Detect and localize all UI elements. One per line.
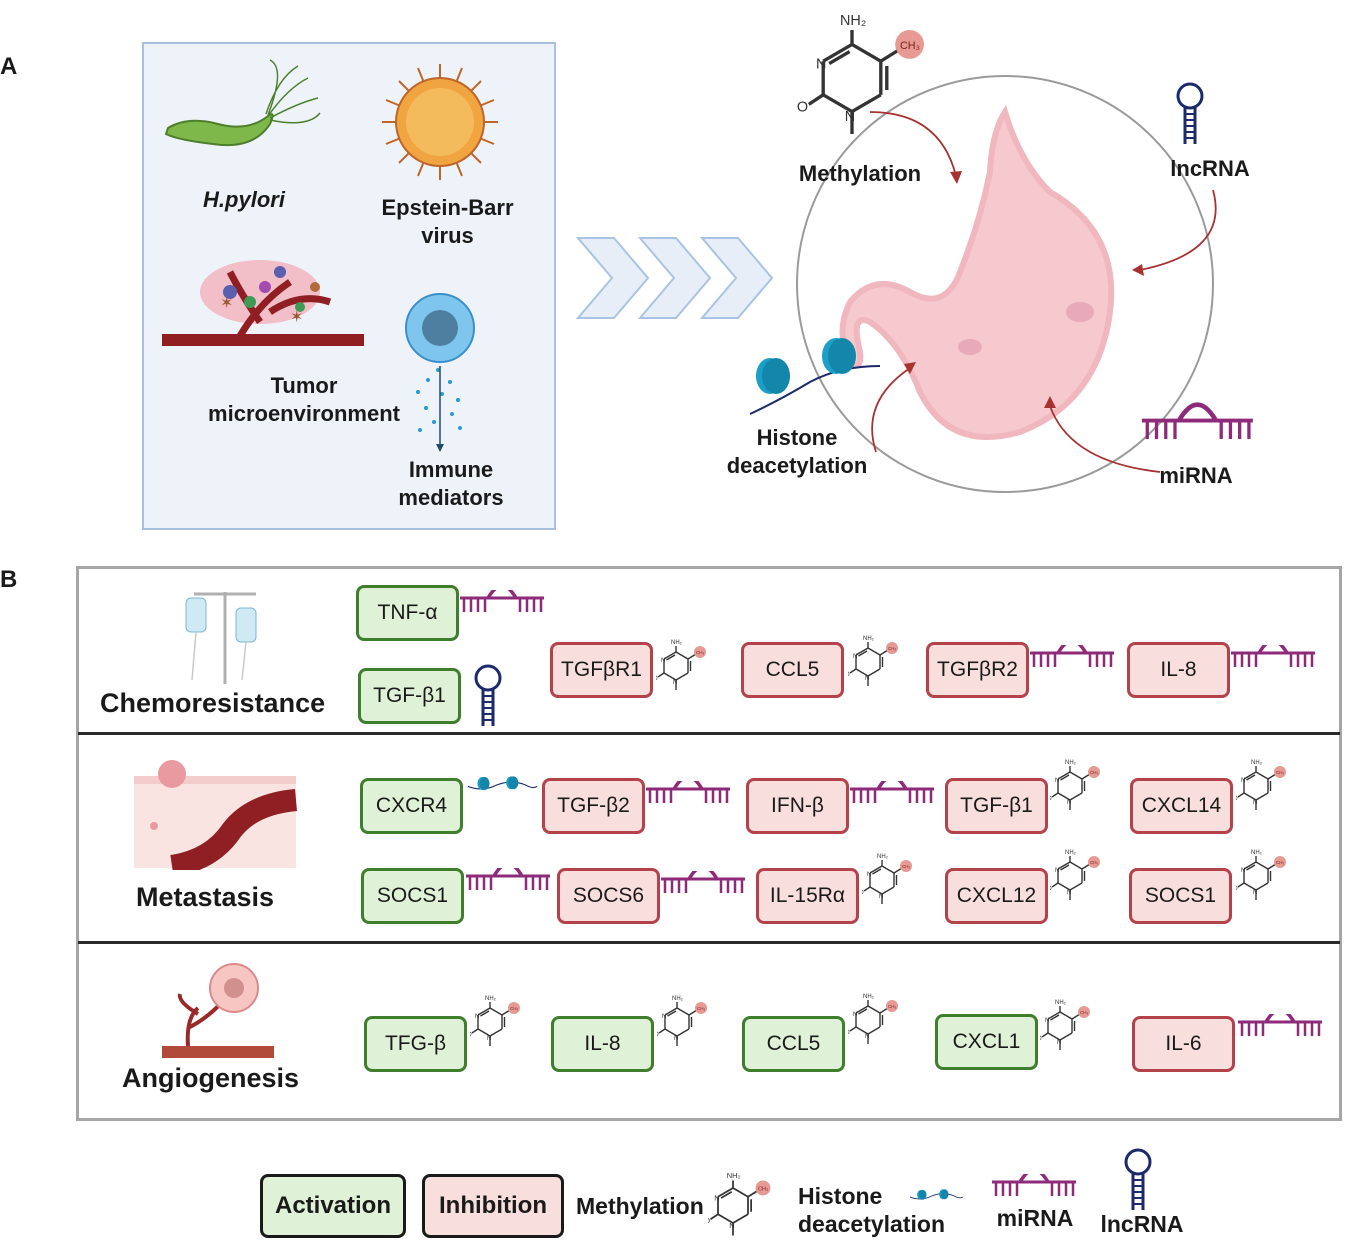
iv-drip-icon (185, 592, 257, 684)
gene-box-activation: TNF-α (356, 585, 459, 641)
methylation-structure-icon (862, 853, 913, 905)
tumor-microenvironment-illustration: ✶ ✶ (162, 260, 364, 346)
mirna-icon (1231, 645, 1317, 669)
legend-activation: Activation (260, 1174, 406, 1238)
gene-box-inhibition: TGF-β2 (542, 778, 645, 834)
methylation-structure-icon (656, 639, 707, 691)
lncrna-icon (1124, 1148, 1152, 1212)
gene-box-activation: SOCS1 (361, 868, 464, 924)
h-pylori-label: H.pylori (203, 187, 285, 212)
mirna-icon (1238, 1014, 1324, 1038)
histone-icon (910, 1188, 964, 1201)
row-divider (78, 732, 1340, 735)
panel-a-letter: A (0, 53, 18, 80)
gene-box-inhibition: TGF-β1 (945, 778, 1048, 834)
methylation-structure-icon (1040, 999, 1091, 1051)
gene-box-inhibition: CCL5 (741, 642, 844, 698)
svg-text:✶: ✶ (220, 295, 233, 312)
row-divider (78, 941, 1340, 944)
gene-box-activation: IL-8 (551, 1016, 654, 1072)
methylation-structure-icon (1050, 759, 1101, 811)
epstein-barr-virus-illustration (382, 64, 498, 180)
gene-box-activation: CXCR4 (360, 778, 463, 834)
gene-box-activation: CXCL1 (935, 1014, 1038, 1070)
chevron-arrows-icon (576, 237, 774, 319)
legend-inhibition: Inhibition (422, 1174, 564, 1238)
mirna-icon (850, 781, 936, 805)
legend-mirna-label: miRNA (996, 1205, 1074, 1231)
mirna-icon (661, 871, 747, 895)
legend-methylation-label: Methylation (576, 1193, 704, 1219)
methylation-structure-icon (657, 995, 708, 1047)
gene-box-inhibition: CXCL14 (1130, 778, 1233, 834)
methylation-structure-icon (1236, 759, 1287, 811)
gene-box-inhibition: CXCL12 (945, 868, 1048, 924)
gene-box-inhibition: TGFβR1 (550, 642, 653, 698)
gene-box-inhibition: IFN-β (746, 778, 849, 834)
mirna-icon (466, 868, 552, 892)
immune-cell-illustration (405, 293, 475, 452)
panel-b-letter: B (0, 566, 18, 593)
gene-box-inhibition: IL-6 (1132, 1016, 1235, 1072)
mirna-icon (646, 781, 732, 805)
svg-text:✶: ✶ (290, 309, 303, 326)
metastasis-icon (134, 760, 298, 870)
stomach-circle-illustration (796, 75, 1217, 493)
methylation-structure-icon (848, 635, 899, 687)
gene-box-activation: TFG-β (364, 1016, 467, 1072)
methylation-label-a: Methylation (798, 161, 922, 186)
histone-icon (749, 338, 881, 415)
gene-box-activation: CCL5 (742, 1016, 845, 1072)
mirna-icon (992, 1174, 1078, 1198)
ebv-label: Epstein-Barr virus (381, 195, 514, 248)
mirna-icon (1140, 398, 1260, 448)
legend-histone-label: Histone deacetylation (798, 1183, 945, 1237)
panel-b-frame (76, 566, 1342, 1121)
gene-box-activation: TGF-β1 (358, 668, 461, 724)
methylation-structure-icon (1050, 849, 1101, 901)
mirna-label-a: miRNA (1159, 463, 1233, 488)
h-pylori-illustration (164, 59, 321, 147)
legend-lncrna-label: lncRNA (1100, 1211, 1184, 1237)
methylation-structure-icon (796, 11, 926, 134)
methylation-structure-icon (708, 1170, 772, 1237)
gene-box-inhibition: IL-15Rα (756, 868, 859, 924)
tme-label: Tumor microenvironment (208, 373, 400, 426)
gene-box-inhibition: IL-8 (1127, 642, 1230, 698)
mirna-icon (1030, 645, 1116, 669)
mirna-icon (460, 590, 546, 614)
lncrna-icon (474, 664, 502, 728)
gene-box-inhibition: TGFβR2 (926, 642, 1029, 698)
histone-label-a: Histone deacetylation (726, 425, 868, 478)
methylation-structure-icon (470, 995, 521, 1047)
row-label-angiogenesis: Angiogenesis (122, 1063, 300, 1093)
methylation-structure-icon (848, 993, 899, 1045)
immune-mediators-label: Immune mediators (398, 457, 504, 510)
gene-box-inhibition: SOCS1 (1129, 868, 1232, 924)
methylation-structure-icon (1236, 849, 1287, 901)
lncrna-label-a: lncRNA (1170, 156, 1250, 181)
gene-box-inhibition: SOCS6 (557, 868, 660, 924)
angiogenesis-icon (162, 963, 274, 1058)
row-label-metastasis: Metastasis (136, 882, 275, 912)
lncrna-icon (1176, 82, 1204, 146)
row-label-chemoresistance: Chemoresistance (100, 688, 326, 718)
